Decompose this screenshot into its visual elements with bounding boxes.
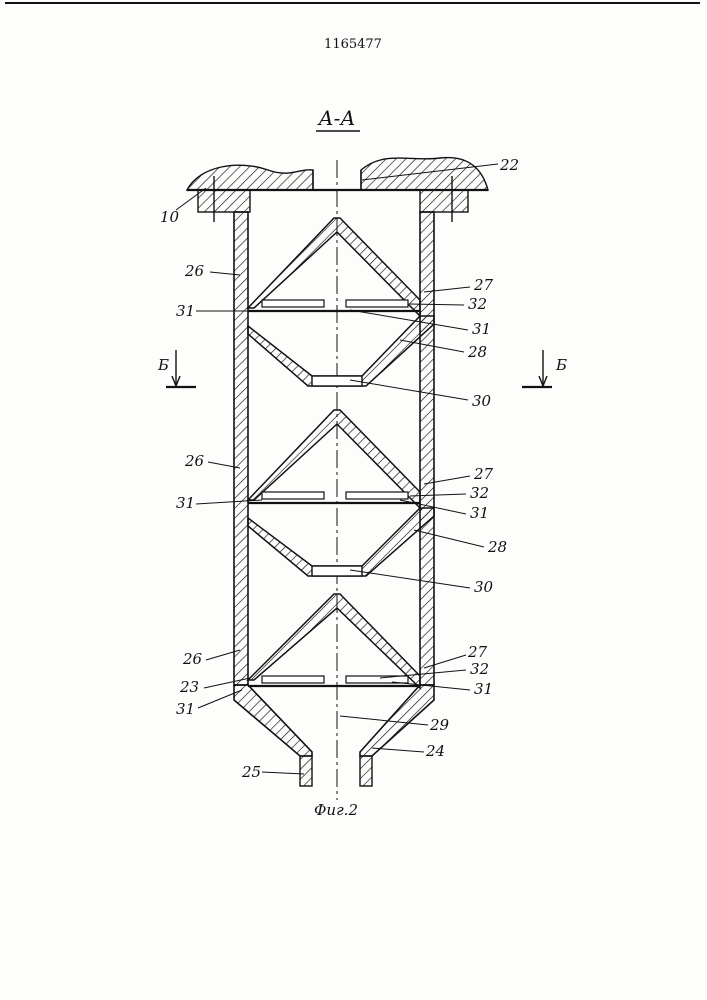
outlet-25-right <box>360 756 372 786</box>
disk-32-right-stage3 <box>346 676 408 683</box>
label-29: 29 <box>429 716 450 734</box>
disk-32-left-stage2 <box>262 492 324 499</box>
label-23: 23 <box>179 678 199 696</box>
label-22: 22 <box>499 156 519 174</box>
label-31-stage3-right: 31 <box>474 680 493 698</box>
disk-32-left-stage1 <box>262 300 324 307</box>
disk-32-right-stage2 <box>346 492 408 499</box>
label-24: 24 <box>425 742 445 760</box>
label-30-stage2: 30 <box>474 578 494 596</box>
label-26-stage3: 26 <box>182 650 203 668</box>
label-31-stage2-left: 31 <box>176 494 195 512</box>
label-31-stage1-left: 31 <box>176 302 195 320</box>
section-mark-left <box>166 350 196 387</box>
section-mark-right <box>522 350 552 387</box>
disk-32-left-stage3 <box>262 676 324 683</box>
figure-caption: Фиг.2 <box>314 801 358 819</box>
hopper-24-right <box>360 685 434 756</box>
label-31-stage3-left: 31 <box>176 700 195 718</box>
label-31-stage2-right: 31 <box>470 504 489 522</box>
label-26-stage1: 26 <box>184 262 205 280</box>
hopper-24 <box>234 685 312 756</box>
section-title: А-А <box>316 106 355 130</box>
label-31-stage1-right: 31 <box>472 320 491 338</box>
label-25: 25 <box>241 763 261 781</box>
label-30-stage1: 30 <box>472 392 492 410</box>
label-27-stage2: 27 <box>473 465 494 483</box>
label-10: 10 <box>160 208 180 226</box>
label-27-stage1: 27 <box>473 276 494 294</box>
patent-number: 1165477 <box>324 37 382 52</box>
label-28-stage2: 28 <box>487 538 507 556</box>
disk-32-right-stage1 <box>346 300 408 307</box>
outlet-25-left <box>300 756 312 786</box>
label-27-stage3: 27 <box>467 643 488 661</box>
label-28-stage1: 28 <box>467 343 487 361</box>
column-wall-left <box>234 212 248 685</box>
label-32-stage2: 32 <box>470 484 489 502</box>
flange-left <box>198 190 250 212</box>
column-wall-right <box>420 212 434 685</box>
section-mark-left-label: Б <box>157 356 169 374</box>
top-plate-right <box>361 158 488 190</box>
section-mark-right-label: Б <box>555 356 567 374</box>
label-32-stage3: 32 <box>470 660 489 678</box>
top-plate <box>187 165 313 190</box>
label-32-stage1: 32 <box>468 295 487 313</box>
label-26-stage2: 26 <box>184 452 205 470</box>
flange-right <box>420 190 468 212</box>
cone-27-stage3 <box>248 594 420 688</box>
